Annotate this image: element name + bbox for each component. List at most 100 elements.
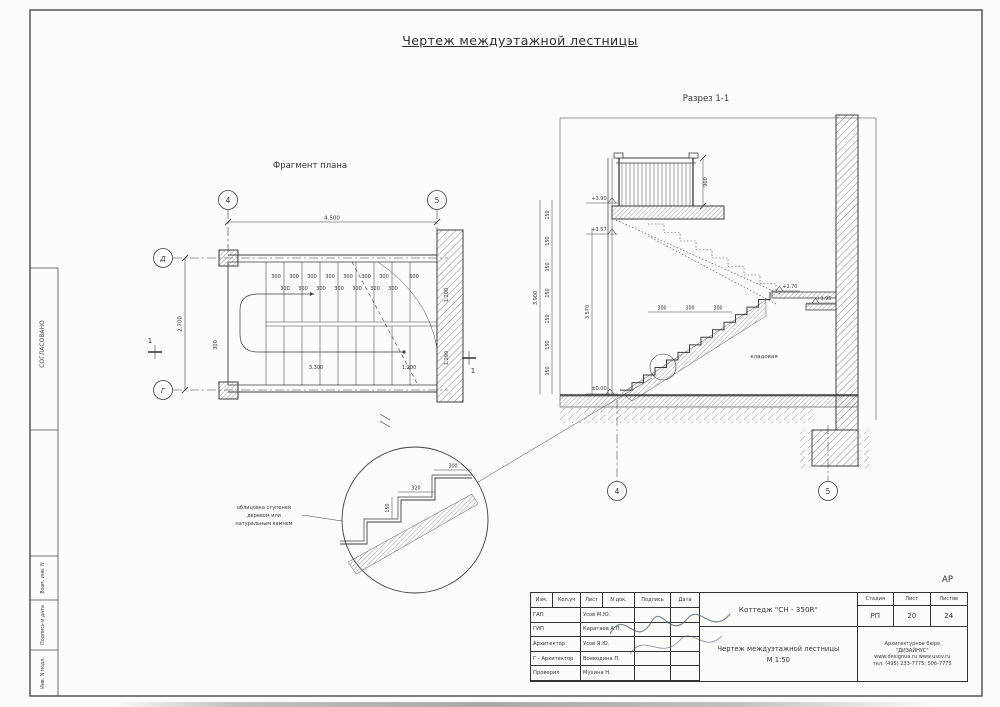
level-marks: +3.90 +3.57 +2.70 +1.95 ±0.00	[586, 196, 836, 395]
callout-line: деревом или	[247, 513, 281, 519]
railing	[613, 152, 699, 206]
stair-direction-start	[402, 350, 406, 354]
plan-tread-dims: 300 300 300 300 300 300 300 600 300 300 …	[213, 274, 450, 371]
dim-label: 300	[307, 274, 317, 280]
drawing-name: Чертеж междуэтажной лестницы М 1:50	[700, 627, 856, 681]
break-mark	[379, 413, 391, 428]
dim-label: 3.900	[533, 291, 539, 305]
sheet-value: 20	[894, 606, 931, 626]
stage-value: РП	[858, 606, 894, 626]
sheet-label: Лист	[894, 593, 931, 606]
col-koluch: Кол.уч	[553, 593, 581, 608]
detail-callout: облицовка ступеней деревом или натуральн…	[235, 504, 343, 527]
dim-label: 150	[545, 366, 551, 375]
bureau-name-1: Архитектурное бюро	[884, 641, 940, 647]
dim-label: 300	[280, 286, 290, 292]
dim-label: 320	[411, 486, 420, 492]
signature-cell	[635, 651, 671, 667]
plan-axis-4: 4	[226, 196, 231, 205]
plan-arc	[377, 261, 438, 349]
bureau-web: www.designua.ru www.usov.ru	[874, 654, 951, 660]
plan-pier-bottom	[218, 381, 239, 400]
tread-dim-row: 300 300 300	[648, 306, 732, 313]
dim-label: 300	[370, 286, 380, 292]
title-block-center: Коттедж "СН - 350R" Чертеж междуэтажной …	[700, 593, 858, 681]
stair-direction-arrow	[239, 291, 404, 353]
name-cell: Мухина Н.	[581, 666, 635, 681]
dim-label: 2.700	[178, 316, 184, 332]
foundation-pier	[811, 429, 859, 467]
strip-box3-label: Инв. N подл.	[40, 657, 46, 689]
detail-leader	[477, 377, 653, 483]
strip-box2-label: Подпись и дата	[40, 605, 46, 645]
sheet-title-text: Чертеж междуэтажной лестницы	[402, 33, 638, 48]
col-podpis: Подпись	[635, 593, 671, 608]
lower-flight-steps	[620, 292, 771, 391]
plan-axis-5: 5	[435, 196, 440, 205]
bureau-name-2: "ДИЗАЙНУС"	[895, 647, 929, 654]
title-block-right: Стадия Лист Листов РП 20 24 Архитектурно…	[857, 593, 968, 681]
role-cell: Архитектор	[531, 637, 581, 652]
plan-dim-depth: 2.700	[178, 254, 189, 394]
bureau-info: Архитектурное бюро "ДИЗАЙНУС" www.design…	[858, 627, 968, 681]
name-cell: Воеводина П.	[581, 651, 635, 667]
sheets-label: Листов	[930, 593, 967, 606]
dim-label: 300	[713, 306, 722, 312]
scan-artifact	[110, 702, 940, 707]
stage-label: Стадия	[857, 593, 894, 606]
dim-label: 300	[213, 340, 219, 350]
dim-label: 150	[385, 503, 391, 512]
dim-label: 900	[703, 177, 709, 187]
table-row: Архитектор Усов Я.Ю.	[531, 637, 699, 652]
mid-landing-upper	[771, 291, 837, 299]
dim-label: 150	[545, 340, 551, 349]
plan-axis-g: Г	[161, 387, 166, 395]
plan-dim-width: 4.500	[224, 216, 441, 226]
plan-title: Фрагмент плана	[273, 161, 347, 171]
level-label: ±0.00	[591, 386, 606, 392]
role-cell: ГИП	[531, 622, 581, 638]
date-cell	[671, 637, 699, 652]
section-wall-right	[835, 114, 859, 431]
dim-label: 300	[352, 286, 362, 292]
callout-line: натуральным камнем	[235, 521, 292, 527]
side-strip-labels: СОГЛАСОВАНО Взам. инв. N Подпись и дата …	[39, 320, 46, 689]
dim-label: 150	[545, 236, 551, 245]
signature-cell	[635, 622, 671, 638]
dim-label: 150	[545, 314, 551, 323]
drawing-title-text: Чертеж междуэтажной лестницы	[717, 644, 840, 653]
title-block: Изм. Кол.уч Лист N док. Подпись Дата ГАП…	[530, 592, 968, 682]
level-label: +3.57	[591, 227, 606, 233]
dim-label: 1.200	[402, 365, 416, 371]
project-name: Коттедж "СН - 350R"	[700, 593, 857, 627]
dim-label: 1.200	[444, 351, 450, 365]
role-cell: ГАП	[531, 608, 581, 623]
bureau-phone: тел. (495) 233-7775; 506-7775	[872, 660, 952, 667]
top-landing-slab	[611, 205, 725, 220]
date-cell	[671, 666, 699, 681]
dim-label: 4.500	[324, 216, 340, 222]
level-label: +1.95	[817, 296, 832, 302]
detail-step-finish	[340, 474, 472, 542]
dim-label: 300	[298, 286, 308, 292]
signature-cell	[635, 608, 671, 623]
table-row: Г - Архитектор Воеводина П.	[531, 651, 699, 667]
col-izm: Изм.	[531, 593, 553, 608]
dim-label: 300	[448, 464, 457, 470]
role-cell: Проверил	[531, 666, 581, 681]
riser-dim-chain: 150 150 150 150 150 150 150 3.900 3.570	[533, 200, 593, 394]
section-mark-label: 1	[471, 367, 475, 375]
plan-view: Фрагмент плана 4 5 Д Г 4.500 2.700	[148, 161, 476, 428]
dim-label: 300	[657, 306, 666, 312]
signature-cell	[635, 666, 671, 681]
section-title: Разрез 1-1	[683, 94, 730, 104]
signature-scribble	[609, 613, 731, 655]
plan-section-marks: 1 1	[148, 337, 476, 375]
dim-label: 300	[388, 286, 398, 292]
dim-label: 300	[289, 274, 299, 280]
dim-label: 150	[545, 288, 551, 297]
lower-flight-stringer	[621, 299, 767, 402]
level-label: +3.90	[591, 196, 606, 202]
col-data: Дата	[671, 593, 699, 608]
